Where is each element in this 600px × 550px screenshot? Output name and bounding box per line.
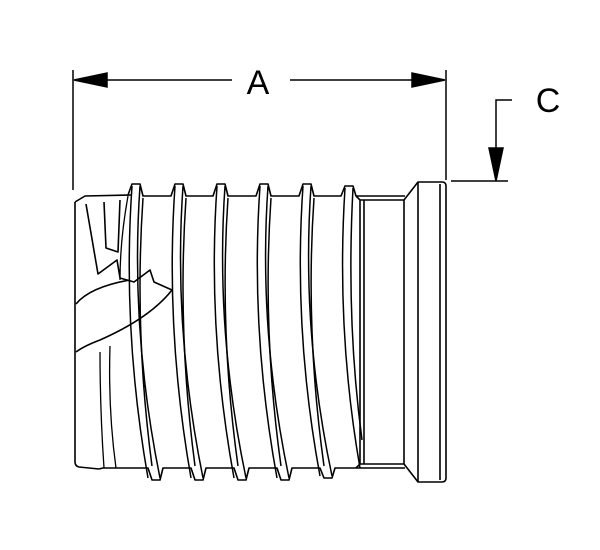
thread-crests-bottom <box>98 467 405 481</box>
dimension-a <box>72 70 447 190</box>
cutting-slot-edge <box>75 279 131 305</box>
arrowhead-c <box>488 147 504 182</box>
thread-flanks <box>128 185 363 479</box>
insert-body <box>74 181 447 483</box>
cutting-slot <box>75 203 173 353</box>
dimension-label-a: A <box>247 64 270 102</box>
thread-detail-lines <box>99 195 129 469</box>
arrowhead-a-left <box>73 72 108 88</box>
leader-line-c <box>495 99 512 150</box>
thread-crests-top <box>127 183 405 197</box>
dimension-label-c: C <box>536 82 561 120</box>
cutting-slot-inner <box>103 199 121 253</box>
insert-left-face <box>74 202 100 470</box>
insert-flange <box>403 181 447 483</box>
insert-left-chamfer-top <box>74 194 133 203</box>
dimension-c <box>451 99 512 182</box>
insert-neck <box>355 195 361 469</box>
arrowhead-a-right <box>411 72 446 88</box>
